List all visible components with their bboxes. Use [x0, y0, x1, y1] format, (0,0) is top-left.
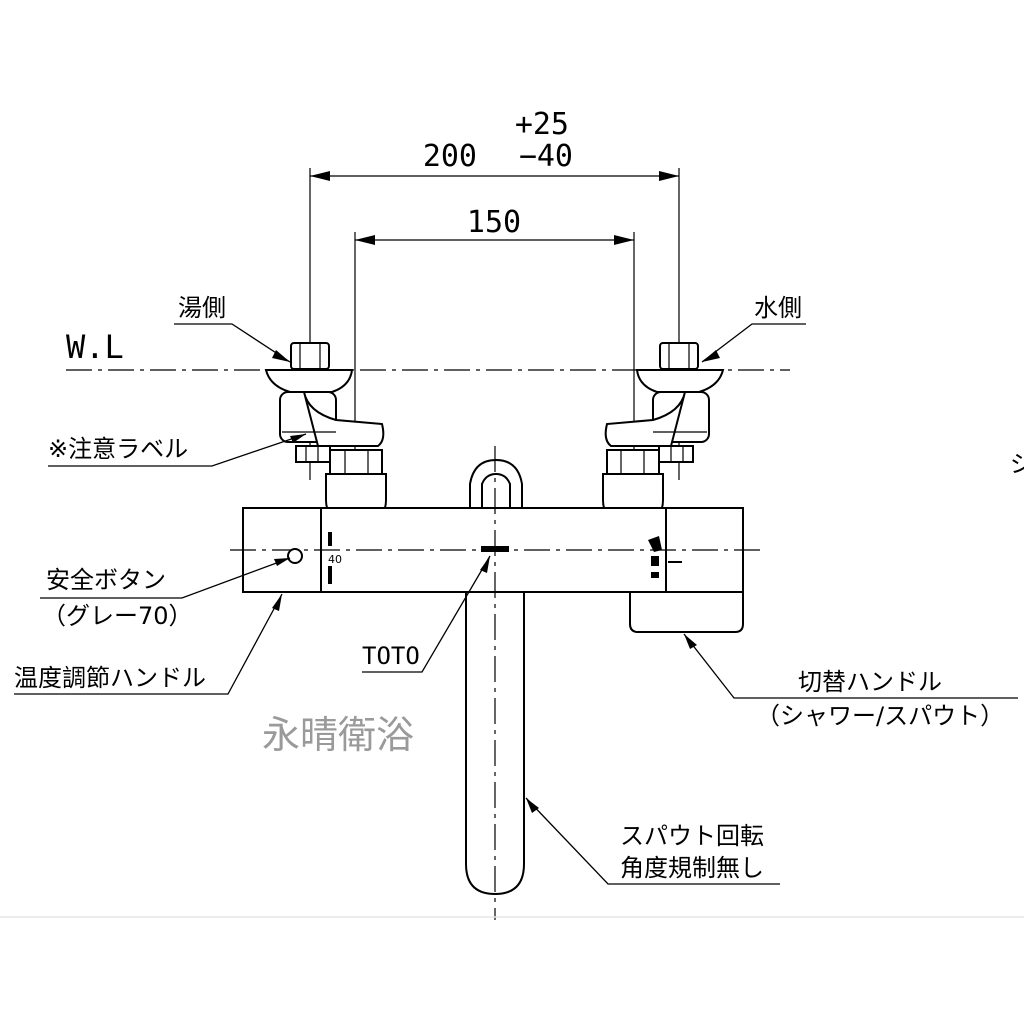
watermark: 永晴衛浴: [262, 713, 414, 757]
temperature-dial-marks: 40: [328, 532, 342, 584]
label-caution: ※注意ラベル: [48, 433, 307, 467]
safety-button-color-label: （グレー70）: [42, 602, 193, 630]
hot-side-label: 湯側: [178, 294, 226, 322]
spout-rotation-label-2: 角度規制無し: [620, 854, 764, 882]
brand-label: TOTO: [362, 642, 420, 670]
label-cold-side: 水側: [701, 294, 806, 363]
safety-button-icon[interactable]: [287, 548, 303, 564]
waterline: W.L: [66, 328, 790, 371]
label-safety-button: 安全ボタン （グレー70）: [40, 557, 291, 630]
label-switch-handle: 切替ハンドル （シャワー/スパウト）: [683, 633, 1018, 730]
dimension-inner-value: 150: [467, 205, 521, 240]
edge-fragment-text: ジ: [1010, 450, 1024, 478]
temperature-handle-label: 温度調節ハンドル: [14, 664, 206, 692]
cold-side-label: 水側: [754, 294, 802, 322]
label-hot-side: 湯側: [174, 294, 291, 363]
waterline-label: W.L: [66, 328, 124, 366]
caution-label-text: ※注意ラベル: [48, 435, 188, 463]
dimension-outer-plus: +25: [515, 107, 569, 142]
label-temperature-handle: 温度調節ハンドル: [14, 593, 283, 695]
label-brand: TOTO: [362, 555, 491, 673]
dimension-outer: +25 200 −40: [309, 107, 680, 480]
label-spout-rotation: スパウト回転 角度規制無し: [525, 797, 780, 885]
hot-side-connector: [264, 342, 387, 523]
dimension-outer-minus: −40: [519, 139, 573, 174]
shower-outlet: [469, 458, 523, 509]
safety-button-label: 安全ボタン: [46, 566, 166, 594]
dimension-outer-value: 200: [423, 139, 477, 174]
switch-handle-sub-label: （シャワー/スパウト）: [756, 702, 1004, 730]
spout: [465, 446, 525, 920]
spout-rotation-label-1: スパウト回転: [620, 822, 764, 850]
switch-indicator-icons: [648, 536, 682, 578]
switch-handle-label: 切替ハンドル: [798, 668, 942, 696]
temperature-dial-number: 40: [328, 553, 342, 566]
